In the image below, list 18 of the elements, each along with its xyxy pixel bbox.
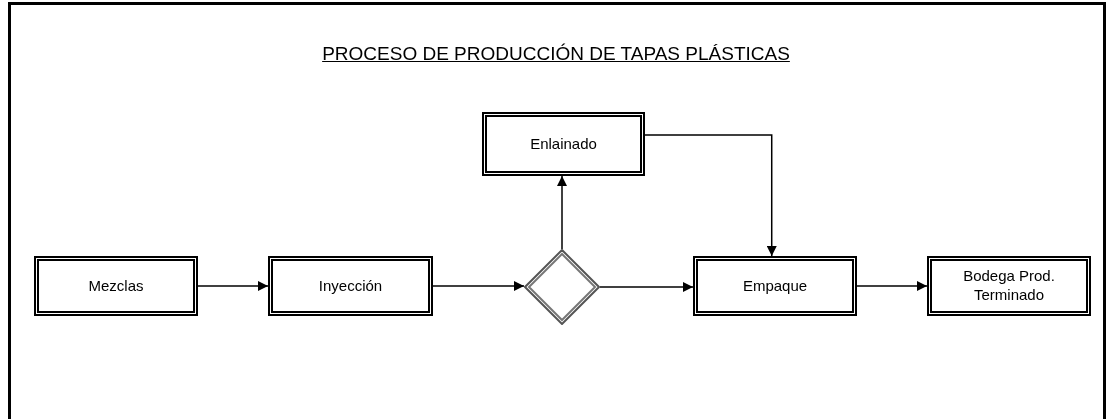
node-label: Enlainado <box>529 134 598 154</box>
process-box <box>693 256 857 316</box>
process-box <box>927 256 1091 316</box>
node-label: Inyección <box>317 276 384 296</box>
node-label: Empaque <box>741 276 809 296</box>
process-box <box>268 256 433 316</box>
diagram-title: PROCESO DE PRODUCCIÓN DE TAPAS PLÁSTICAS <box>321 43 791 65</box>
arrow <box>197 281 269 291</box>
arrow <box>856 281 928 291</box>
arrow <box>644 134 777 257</box>
arrow <box>432 281 525 291</box>
process-box <box>482 112 645 176</box>
arrow <box>557 175 567 250</box>
process-box <box>34 256 198 316</box>
decision-diamond <box>524 249 600 325</box>
node-label: Mezclas <box>87 276 145 296</box>
node-label: Bodega Prod. Terminado <box>962 267 1056 305</box>
arrow <box>599 282 694 292</box>
